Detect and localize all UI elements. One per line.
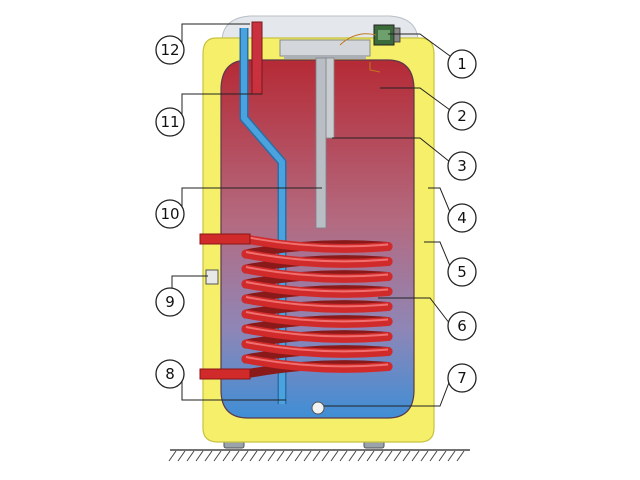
callout-3-label: 3 <box>457 157 467 175</box>
callout-2: 2 <box>447 101 477 131</box>
floor <box>168 449 470 462</box>
callout-7: 7 <box>447 363 477 393</box>
callout-1-label: 1 <box>457 55 467 73</box>
callout-10: 10 <box>155 199 185 229</box>
callout-9: 9 <box>155 287 185 317</box>
callout-6: 6 <box>447 311 477 341</box>
callout-3: 3 <box>447 151 477 181</box>
callout-4: 4 <box>447 203 477 233</box>
leader-lines <box>171 23 451 407</box>
callout-11-label: 11 <box>160 113 179 131</box>
callout-1: 1 <box>447 49 477 79</box>
callout-12-label: 12 <box>160 41 179 59</box>
thermostat-wire <box>339 33 377 46</box>
callout-11: 11 <box>155 107 185 137</box>
thermostat <box>373 24 401 46</box>
thermostat-wire-2 <box>369 62 381 73</box>
coil-outlet-stub <box>199 368 251 380</box>
flange-gasket <box>284 55 366 59</box>
sensor-sleeve <box>205 269 219 285</box>
drain-plug <box>311 401 325 415</box>
callout-5-label: 5 <box>457 263 467 281</box>
callout-9-label: 9 <box>165 293 175 311</box>
callout-8-label: 8 <box>165 365 175 383</box>
callout-10-label: 10 <box>160 205 179 223</box>
callout-4-label: 4 <box>457 209 467 227</box>
callout-8: 8 <box>155 359 185 389</box>
hot-water-pipe <box>251 21 263 95</box>
callout-12: 12 <box>155 35 185 65</box>
flange-plate <box>279 39 371 57</box>
thermometer-well <box>315 57 327 229</box>
top-lid <box>221 15 419 43</box>
callout-7-label: 7 <box>457 369 467 387</box>
callout-2-label: 2 <box>457 107 467 125</box>
heat-exchanger-coil <box>241 234 393 379</box>
heating-element <box>325 57 335 139</box>
callout-5: 5 <box>447 257 477 287</box>
coil-inlet-stub <box>199 233 251 245</box>
callout-6-label: 6 <box>457 317 467 335</box>
